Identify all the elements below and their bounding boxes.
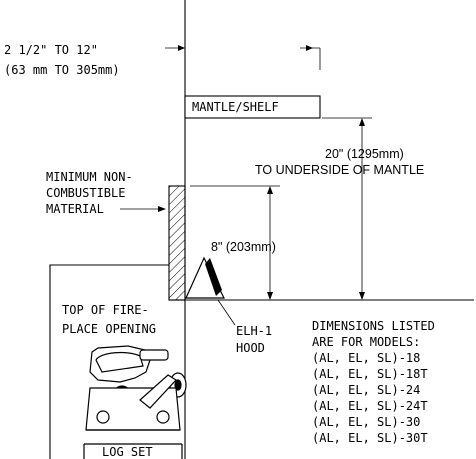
opening-label-line2: PLACE OPENING — [62, 322, 156, 336]
mantle-dimension-line2: TO UNDERSIDE OF MANTLE — [255, 163, 424, 177]
models-heading-line2: ARE FOR MODELS: — [312, 335, 420, 349]
elh-1-hood — [185, 256, 225, 299]
model-item: (AL, EL, SL)-18 — [312, 351, 420, 365]
material-label-line2: COMBUSTIBLE — [46, 186, 125, 200]
hood-label-line1: ELH-1 — [236, 324, 272, 338]
offset-dimension-line1: 2 1/2" TO 12" — [4, 43, 98, 57]
opening-label-line1: TOP OF FIRE- — [62, 303, 149, 317]
mantle-height-dimension-line — [322, 117, 372, 300]
model-item: (AL, EL, SL)-18T — [312, 367, 428, 381]
material-label-line3: MATERIAL — [46, 202, 104, 216]
material-leader — [120, 206, 166, 212]
model-item: (AL, EL, SL)-30T — [312, 431, 428, 445]
model-item: (AL, EL, SL)-24 — [312, 383, 420, 397]
model-item: (AL, EL, SL)-24T — [312, 399, 428, 413]
logset-label: LOG SET — [102, 445, 153, 459]
hood-label-line2: HOOD — [236, 341, 265, 355]
mantle-dimension-line1: 20" (1295mm) — [325, 147, 404, 161]
mantle-shelf — [184, 95, 321, 119]
offset-dimension-arrows — [165, 45, 321, 70]
hood-height-dimension-line — [190, 185, 280, 300]
hood-leader — [217, 299, 236, 326]
material-label-line1: MINIMUM NON- — [46, 170, 133, 184]
noncombustible-material-strip — [168, 185, 186, 301]
model-item: (AL, EL, SL)-30 — [312, 415, 420, 429]
log-set-drawing — [83, 345, 187, 459]
hood-dimension: 8" (203mm) — [211, 240, 276, 254]
models-heading-line1: DIMENSIONS LISTED — [312, 319, 435, 333]
offset-dimension-line2: (63 mm TO 305mm) — [4, 63, 120, 77]
mantle-label: MANTLE/SHELF — [192, 100, 279, 114]
